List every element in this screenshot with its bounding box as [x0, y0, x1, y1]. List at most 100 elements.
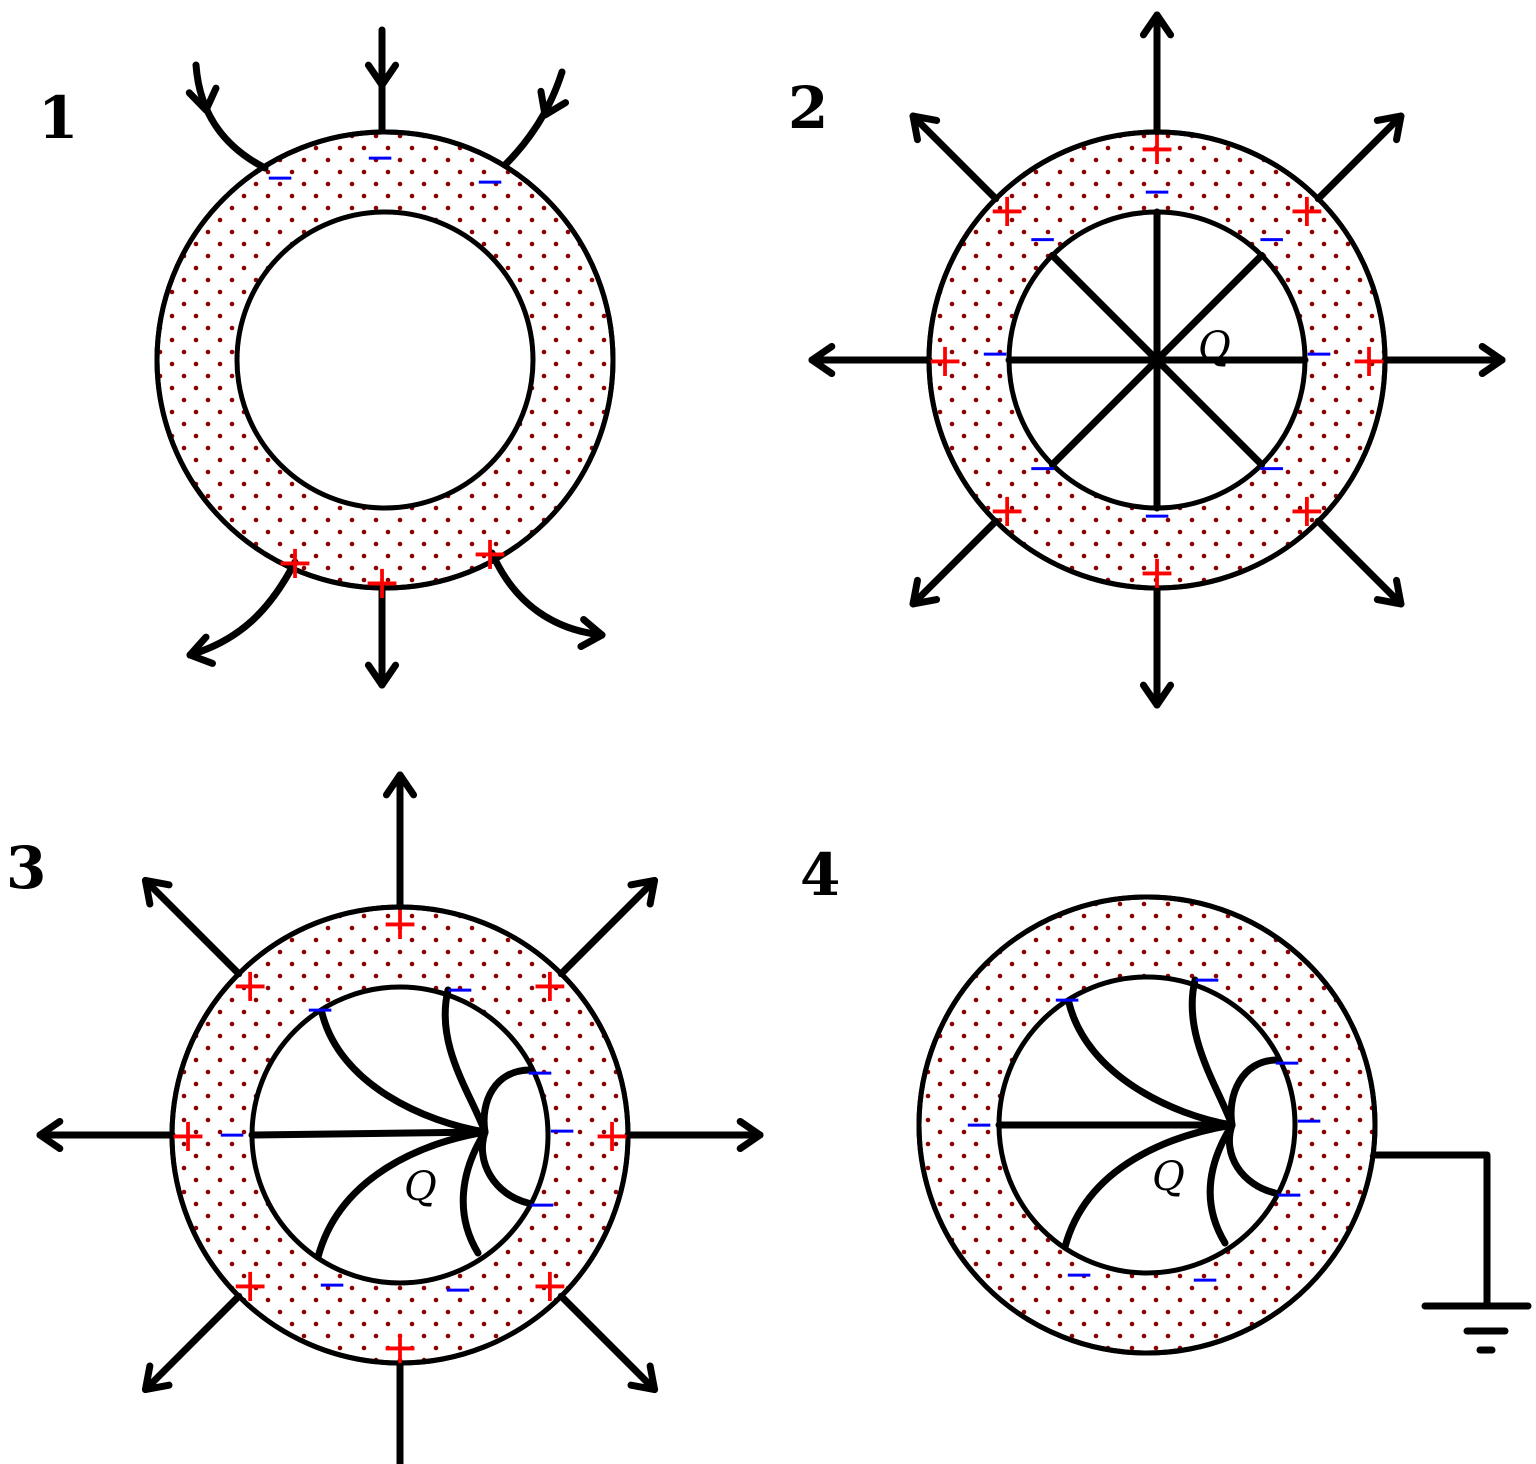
cavity-boundary: [234, 209, 536, 511]
field-line: [1314, 517, 1405, 608]
arrowhead-icon: [736, 1117, 764, 1153]
negative-charge: −: [1142, 496, 1172, 537]
negative-charge: −: [1190, 1260, 1220, 1301]
negative-charge: −: [1192, 960, 1222, 1001]
field-line: [501, 68, 566, 169]
negative-charge: −: [1304, 334, 1334, 375]
arrowhead-icon: [627, 1362, 659, 1394]
positive-charge: +: [276, 535, 315, 589]
arrowhead-icon: [364, 661, 400, 689]
negative-charge: −: [1064, 1255, 1094, 1296]
negative-charge: −: [527, 1185, 557, 1226]
positive-charge: +: [1138, 545, 1177, 599]
field-line: [1153, 356, 1266, 469]
negative-charge: −: [305, 990, 335, 1031]
positive-charge: +: [231, 1258, 270, 1312]
panel-4-charge-label: Q: [1152, 1154, 1185, 1200]
field-line: [1314, 112, 1405, 203]
field-line: [441, 986, 489, 1136]
field-line: [314, 1128, 489, 1261]
negative-charge: −: [443, 1270, 473, 1311]
negative-charge: −: [475, 162, 505, 203]
field-line: [141, 1292, 243, 1394]
positive-charge: +: [1138, 121, 1177, 175]
field-line: [480, 1066, 534, 1136]
field-line: [1206, 1121, 1236, 1247]
positive-charge: +: [988, 483, 1027, 537]
positive-charge: +: [1288, 483, 1327, 537]
field-line: [1188, 976, 1236, 1129]
negative-charge: −: [317, 1265, 347, 1306]
positive-charge: +: [531, 958, 570, 1012]
negative-charge: −: [265, 158, 295, 199]
panel-3-charge-label: Q: [404, 1164, 437, 1210]
field-line: [557, 876, 659, 978]
ground-wire: [1371, 1151, 1491, 1309]
panel-4-label: 4: [800, 841, 840, 909]
positive-charge: +: [471, 526, 510, 580]
arrowhead-icon: [627, 876, 659, 908]
negative-charge: −: [1256, 448, 1286, 489]
arrowhead-icon: [141, 1362, 173, 1394]
positive-charge: +: [363, 555, 402, 609]
field-line: [141, 876, 243, 978]
positive-charge: +: [381, 1320, 420, 1374]
field-line: [1048, 356, 1161, 469]
arrowhead-icon: [1373, 112, 1405, 144]
negative-charge: −: [1272, 1043, 1302, 1084]
arrowhead-icon: [186, 633, 216, 667]
negative-charge: −: [445, 970, 475, 1011]
negative-charge: −: [1274, 1175, 1304, 1216]
arrowhead-icon: [577, 616, 606, 651]
field-line: [909, 112, 1000, 203]
field-line: [1048, 251, 1161, 364]
arrowhead-icon: [382, 771, 418, 799]
negative-charge: −: [964, 1105, 994, 1146]
field-line: [1227, 1056, 1281, 1129]
negative-charge: −: [1294, 1101, 1324, 1142]
negative-charge: −: [525, 1053, 555, 1094]
negative-charge: −: [365, 138, 395, 179]
field-line: [1065, 999, 1236, 1129]
field-line: [192, 61, 269, 172]
positive-charge: +: [381, 896, 420, 950]
panel-2-label: 2: [788, 74, 828, 142]
negative-charge: −: [1256, 219, 1286, 260]
field-line: [488, 549, 606, 639]
arrowhead-icon: [909, 576, 941, 608]
field-line: [1225, 1121, 1279, 1197]
positive-charge: +: [926, 333, 965, 387]
arrowhead-icon: [1139, 11, 1175, 39]
arrowhead-icon: [36, 1117, 64, 1153]
positive-charge: +: [1288, 183, 1327, 237]
arrowhead-icon: [909, 112, 941, 144]
negative-charge: −: [547, 1111, 577, 1152]
arrowhead-icon: [185, 84, 220, 114]
arrowhead-icon: [808, 342, 836, 378]
positive-charge: +: [988, 183, 1027, 237]
positive-charge: +: [169, 1108, 208, 1162]
positive-charge: +: [531, 1258, 570, 1312]
positive-charge: +: [593, 1108, 632, 1162]
arrowhead-icon: [1373, 576, 1405, 608]
positive-charge: +: [231, 958, 270, 1012]
negative-charge: −: [980, 334, 1010, 375]
field-line: [248, 1128, 489, 1139]
field-line: [1061, 1121, 1236, 1251]
field-line: [1153, 251, 1266, 364]
positive-charge: +: [1350, 333, 1389, 387]
arrowhead-icon: [1139, 681, 1175, 709]
negative-charge: −: [217, 1115, 247, 1156]
negative-charge: −: [1052, 980, 1082, 1021]
arrowhead-icon: [537, 87, 570, 119]
panel-2-charge-label: Q: [1198, 324, 1231, 370]
panel-3-label: 3: [6, 834, 46, 902]
negative-charge: −: [1027, 448, 1057, 489]
panel-1-label: 1: [38, 84, 78, 152]
field-line: [459, 1128, 489, 1257]
negative-charge: −: [1027, 219, 1057, 260]
negative-charge: −: [1142, 172, 1172, 213]
arrowhead-icon: [1478, 342, 1506, 378]
field-line: [478, 1128, 532, 1207]
field-line: [318, 1009, 489, 1136]
